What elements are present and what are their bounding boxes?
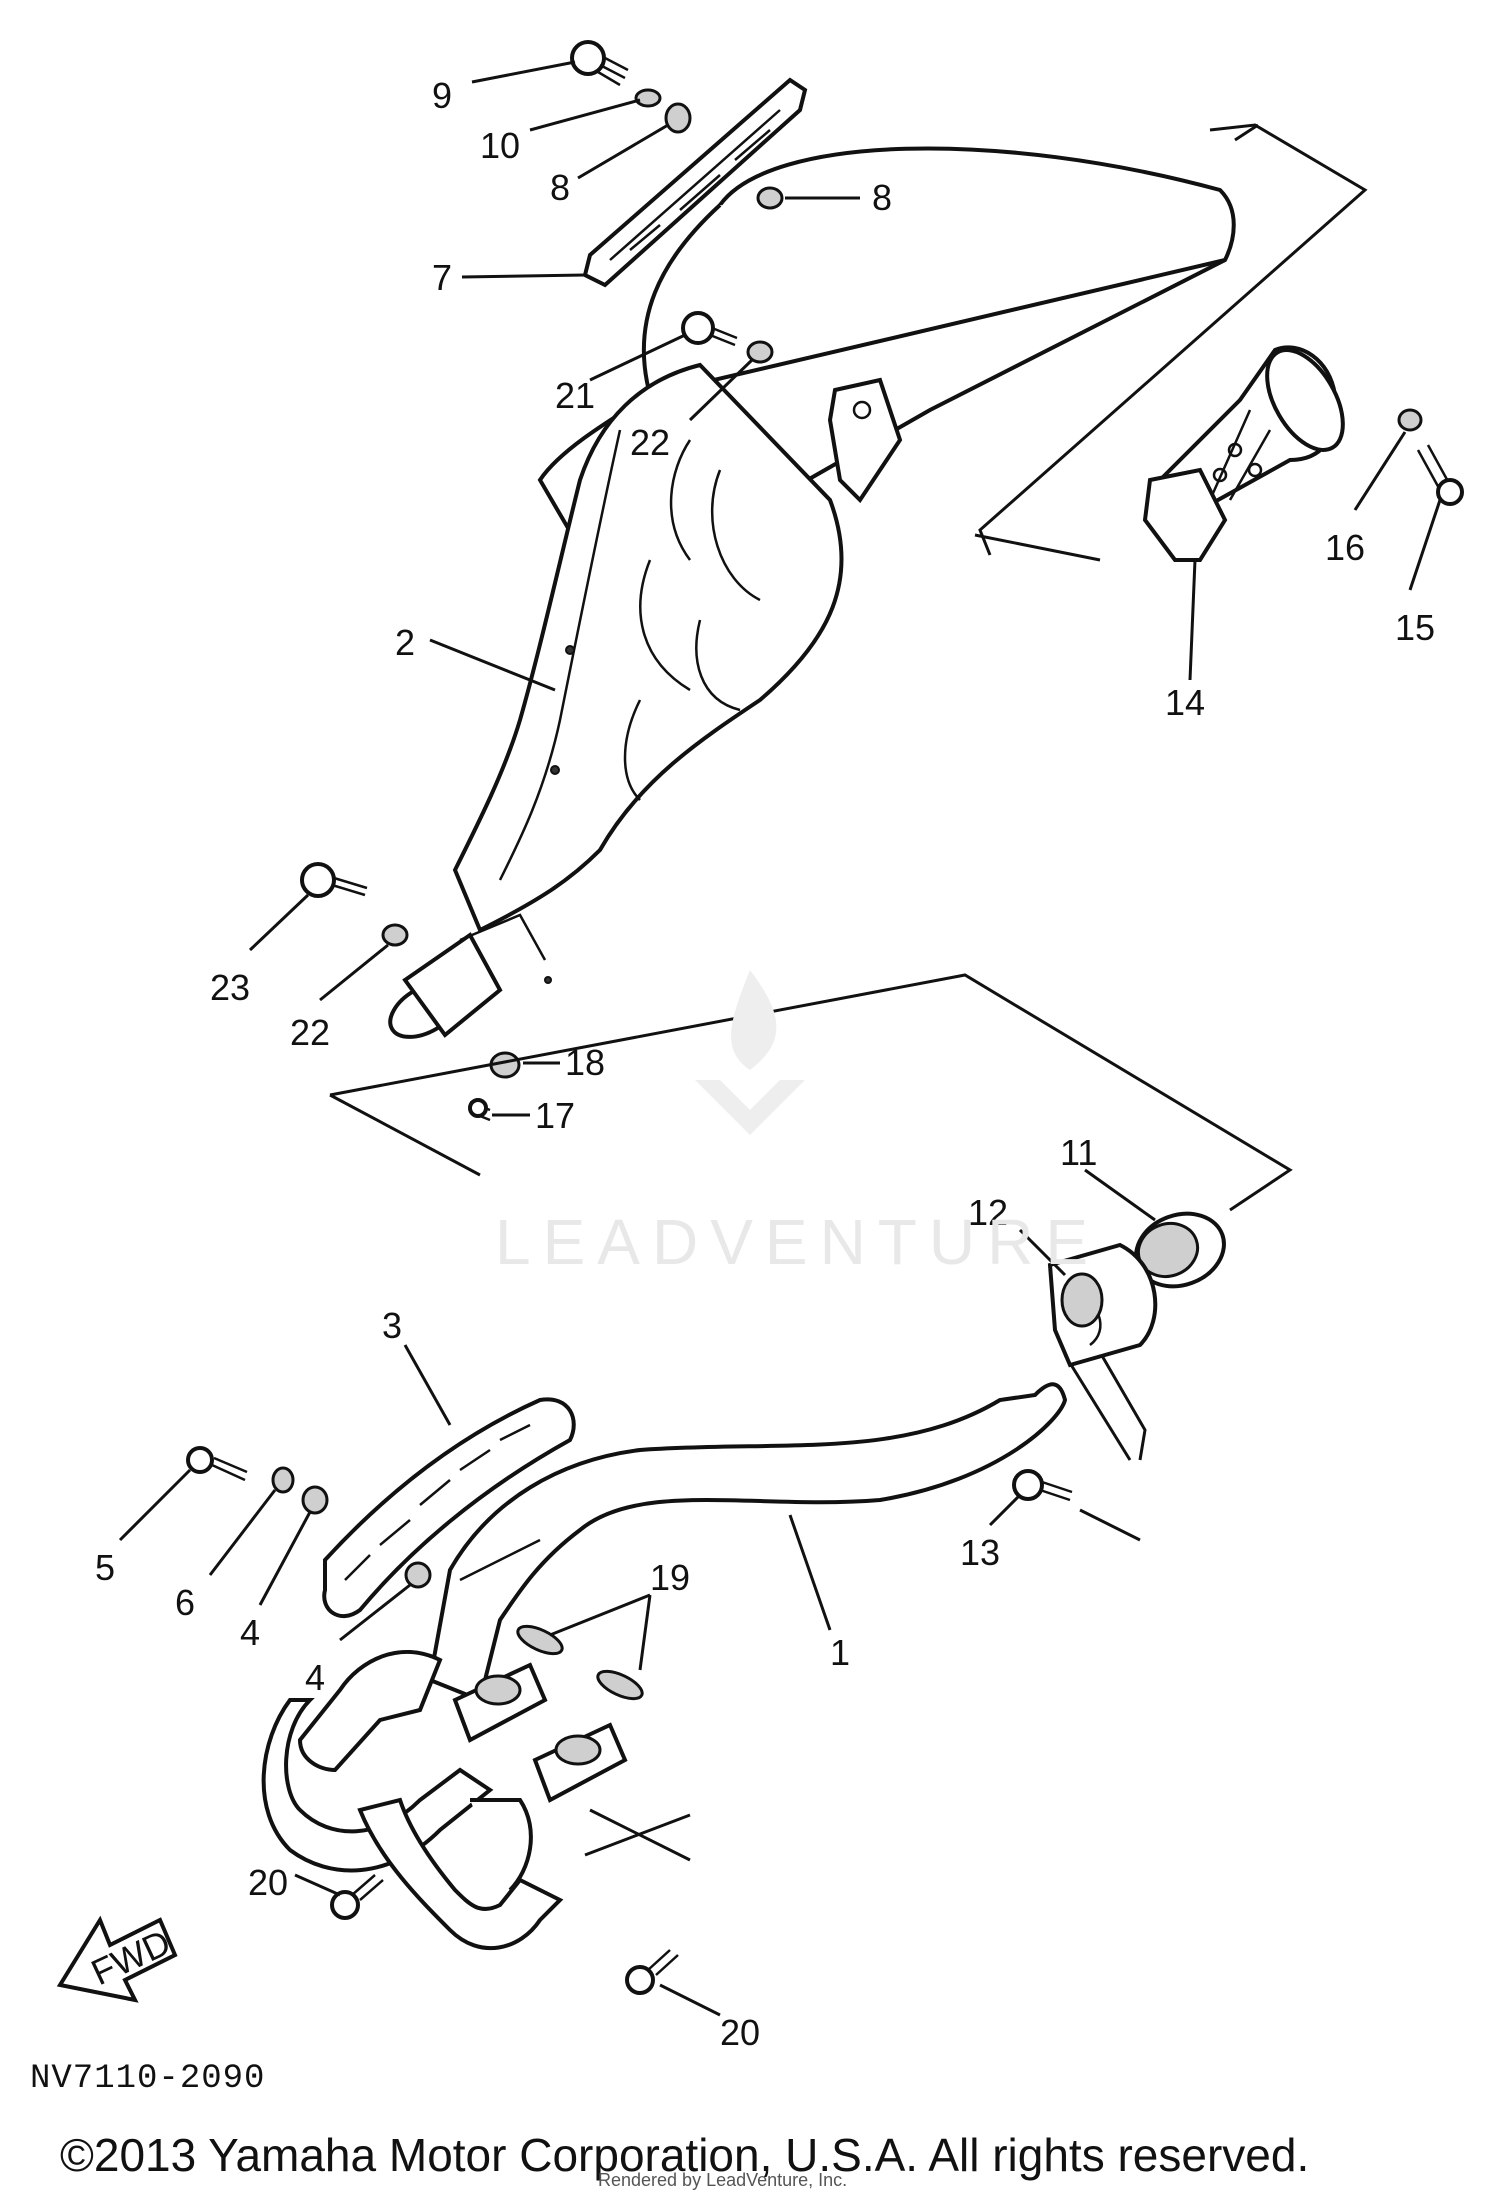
washer-4a — [301, 1485, 329, 1515]
callout-18: 18 — [565, 1042, 605, 1083]
callout-23: 23 — [210, 967, 250, 1008]
callout-13: 13 — [960, 1532, 1000, 1573]
collar-19b — [596, 1669, 644, 1701]
bolt-5 — [186, 1446, 248, 1482]
callout-10: 10 — [480, 125, 520, 166]
callout-7: 7 — [432, 257, 452, 298]
callout-22a: 22 — [630, 422, 670, 463]
callout-9: 9 — [432, 75, 452, 116]
washer-22-upper — [746, 340, 774, 364]
callout-labels: 9 10 8 8 7 21 22 2 16 15 14 23 22 18 17 … — [95, 75, 1435, 2053]
spark-arrester-14 — [1142, 345, 1345, 562]
callout-8a: 8 — [550, 167, 570, 208]
watermark-logo-icon — [695, 970, 805, 1135]
callout-3: 3 — [382, 1305, 402, 1346]
washer-22-lower — [381, 923, 409, 947]
callout-22b: 22 — [290, 1012, 330, 1053]
callout-21: 21 — [555, 375, 595, 416]
fwd-arrow: FWD — [56, 1915, 178, 2003]
callout-1: 1 — [830, 1632, 850, 1673]
callout-4a: 4 — [240, 1612, 260, 1653]
gasket-11 — [1134, 1211, 1226, 1289]
callout-6: 6 — [175, 1582, 195, 1623]
washer-10 — [634, 88, 662, 108]
bolt-20-right — [625, 1949, 679, 1995]
protector-3 — [322, 1397, 576, 1618]
callout-12: 12 — [968, 1192, 1008, 1233]
bolt-13 — [1012, 1469, 1073, 1502]
bolt-9 — [570, 40, 629, 87]
watermark-text: LEADVENTURE — [495, 1206, 1100, 1278]
muffler — [388, 146, 1236, 1039]
washer-4b — [404, 1561, 432, 1589]
bolt-15 — [1416, 444, 1464, 506]
collar-8b — [756, 186, 784, 210]
callout-20a: 20 — [248, 1862, 288, 1903]
gasket-12 — [1047, 1242, 1158, 1368]
callout-8b: 8 — [872, 177, 892, 218]
diagram-code: NV7110-2090 — [30, 2060, 266, 2098]
callout-2: 2 — [395, 622, 415, 663]
exhaust-pipe — [261, 1382, 1068, 1950]
render-credit: Rendered by LeadVenture, Inc. — [598, 2170, 848, 2190]
callout-14: 14 — [1165, 682, 1205, 723]
callout-11: 11 — [1060, 1132, 1097, 1173]
washer-16 — [1397, 408, 1423, 432]
callout-19: 19 — [650, 1557, 690, 1598]
callout-4b: 4 — [305, 1657, 325, 1698]
bolt-20-left — [330, 1874, 384, 1920]
callout-20b: 20 — [720, 2012, 760, 2053]
callout-15: 15 — [1395, 607, 1435, 648]
collar-8a — [664, 102, 692, 134]
callout-5: 5 — [95, 1547, 115, 1588]
collar-19a — [516, 1624, 564, 1656]
leader-lines — [118, 60, 1442, 2017]
assembly-outlines — [329, 123, 1368, 1862]
washer-6 — [271, 1466, 295, 1494]
callout-16: 16 — [1325, 527, 1365, 568]
bolt-21 — [681, 311, 738, 347]
callout-17: 17 — [535, 1095, 575, 1136]
bolt-17 — [468, 1098, 491, 1122]
copyright-notice: ©2013 Yamaha Motor Corporation, U.S.A. A… — [60, 2129, 1310, 2181]
bolt-23 — [300, 862, 368, 898]
